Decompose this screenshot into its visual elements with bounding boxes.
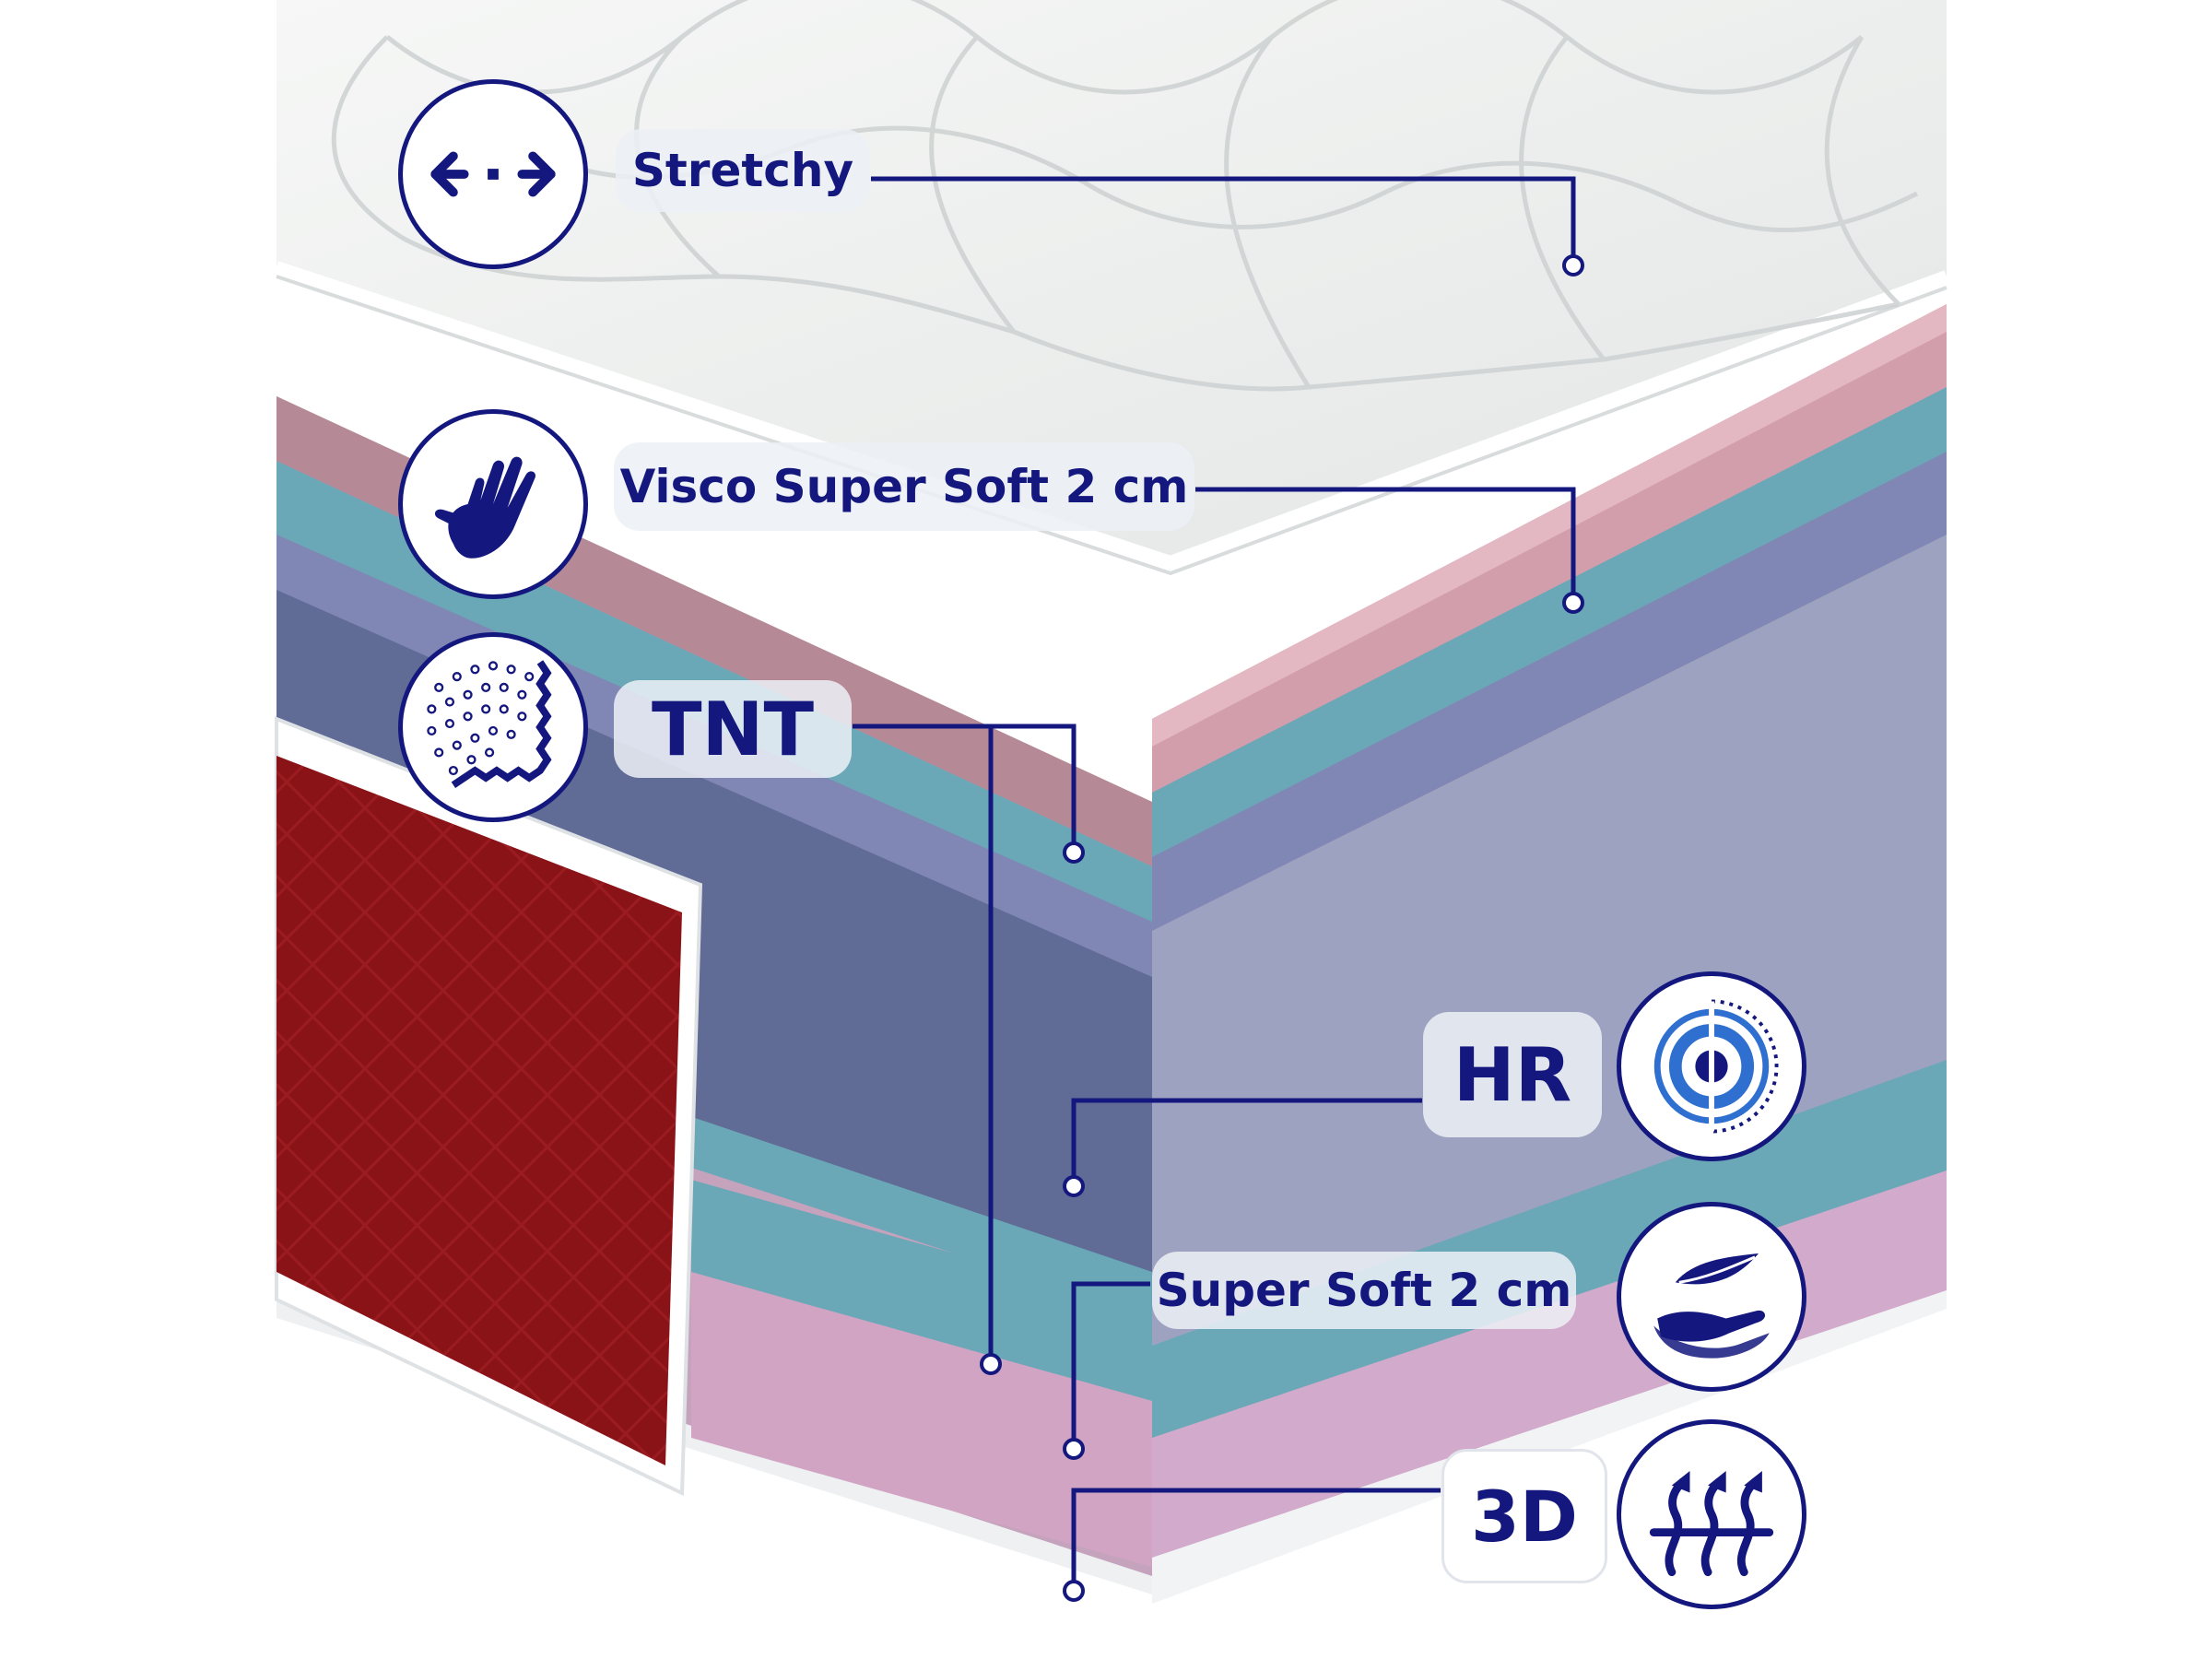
airflow-waves-icon — [1617, 1419, 1806, 1609]
hand-print-icon — [398, 409, 588, 599]
layer-label-hr: HR — [1423, 1012, 1602, 1137]
feather-hand-icon — [1617, 1202, 1806, 1392]
stretch-arrows-icon — [398, 79, 588, 269]
side-fabric-panel — [275, 716, 703, 1497]
concentric-circles-icon — [1617, 971, 1806, 1161]
leader-end-dots — [980, 254, 1584, 1602]
layer-label-super-soft: Super Soft 2 cm — [1152, 1252, 1576, 1329]
layer-label-tnt: TNT — [614, 680, 852, 778]
non-woven-dots-icon — [398, 632, 588, 822]
layer-label-visco: Visco Super Soft 2 cm — [614, 442, 1194, 531]
layer-label-3d: 3D — [1441, 1449, 1607, 1583]
leader-lines — [853, 176, 1576, 1591]
layer-label-stretchy: Stretchy — [616, 129, 870, 212]
